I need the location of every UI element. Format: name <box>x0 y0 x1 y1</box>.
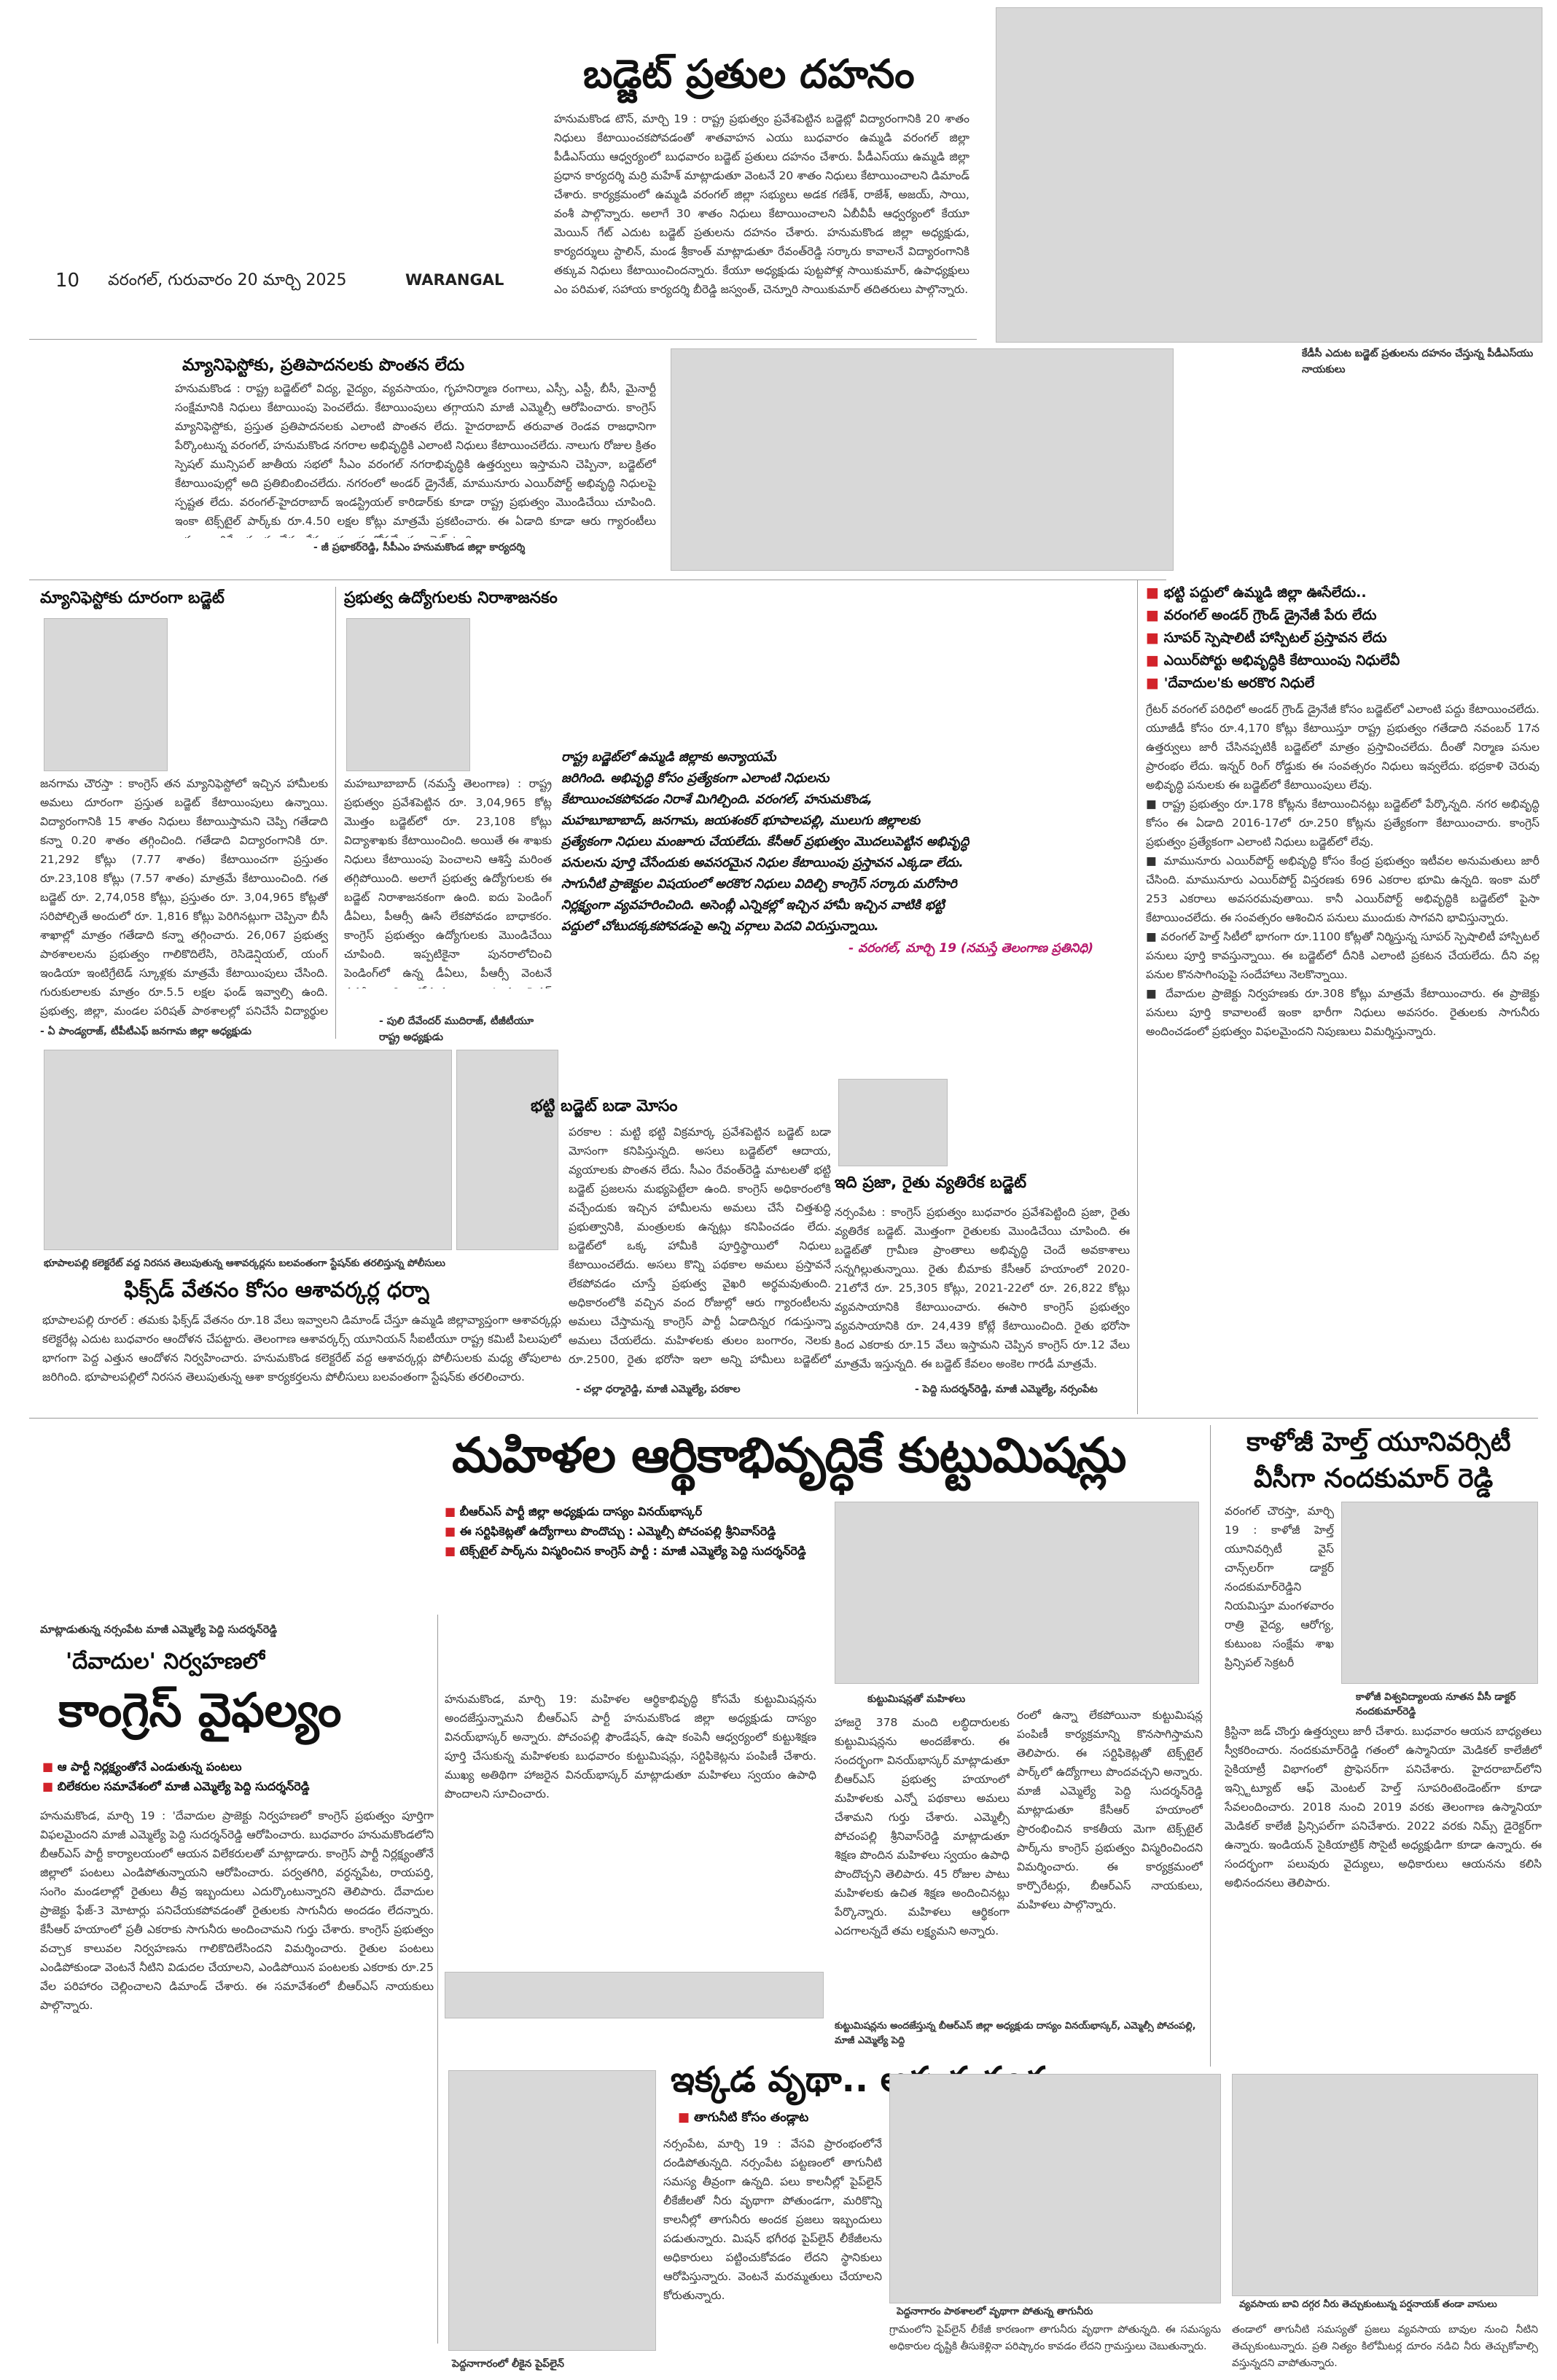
callout-line: నిర్లక్ష్యంగా వ్యవహరించింది. అసెంబ్లీ ఎన… <box>561 898 945 913</box>
praja-photo <box>838 1079 948 1166</box>
vc-headline-1: కాళోజీ హెల్త్ యూనివర్సిటీ <box>1246 1427 1511 1457</box>
banner-photo <box>835 1502 1199 1684</box>
col-left-body: జనగామ చౌరస్తా : కాంగ్రెస్ తన మ్యానిఫెస్ట… <box>40 777 328 1018</box>
col-mid-headline: ప్రభుత్వ ఉద్యోగులకు నిరాశాజనకం <box>344 589 558 607</box>
lead-photo <box>996 7 1542 343</box>
callout-line: రాష్ట్ర బడ్జెట్‌లో ఉమ్మడి జిల్లాకు అన్యా… <box>561 750 776 765</box>
banner-photo-2 <box>445 1972 824 2018</box>
manifesto-photo <box>671 348 1174 571</box>
callout-box: రాష్ట్ర బడ్జెట్‌లో ఉమ్మడి జిల్లాకు అన్యా… <box>561 747 1123 959</box>
col-mid-body: మహబూబాబాద్ (నమస్తే తెలంగాణ) : రాష్ట్ర ప్… <box>344 777 552 988</box>
devadula-bullets: ఆ పార్టీ నిర్లక్ష్యంతోనే ఎండుతున్న పంటలు… <box>42 1757 436 1796</box>
ikkada-photo-caption: పెద్దనాగారంలో లీకైన పైప్‌లైన్ <box>452 2358 564 2370</box>
page-number: 10 <box>55 270 80 292</box>
right-bullet: సూపర్ స్పెషాలిటీ హాస్పిటల్ ప్రస్తావన లేద… <box>1146 627 1540 649</box>
right-bullet: 'దేవాదుల'కు అరకొర నిధులే <box>1146 672 1540 695</box>
edition-label: WARANGAL <box>405 271 504 289</box>
bhatti-body: పరకాల : మట్టి భట్టి విక్రమార్క ప్రవేశపెట… <box>569 1125 831 1366</box>
right-body: గ్రేటర్ వరంగల్ పరిధిలో అండర్ గ్రౌండ్ డ్ర… <box>1146 703 1540 1038</box>
devadula-headline-1: 'దేవాదుల' నిర్వహణలో <box>66 1649 265 1674</box>
devadula-body: హనుమకొండ, మార్చి 19 : 'దేవాదుల ప్రాజెక్ట… <box>40 1809 434 2012</box>
ikkada-body-3: తండాలో తాగునీటి సమస్యతో ప్రజలు వ్యవసాయ బ… <box>1232 2324 1538 2369</box>
devadula-kicker: మాట్లాడుతున్న నర్సంపేట మాజీ ఎమ్మెల్యే పె… <box>40 1624 278 1636</box>
vc-headline-2: వీసీగా నందకుమార్ రెడ్డి <box>1254 1464 1494 1494</box>
ikkada-photo-3 <box>1232 2074 1538 2296</box>
ikkada-subhead: ■ తాగునీటి కోసం తండ్లాట <box>678 2110 808 2128</box>
ikkada-body-2: గ్రామంలోని పైప్‌లైన్ లీకేజీ కారణంగా తాగు… <box>889 2324 1221 2352</box>
bhatti-headline: భట్టి బడ్జెట్ బడా మోసం <box>531 1097 678 1115</box>
devadula-bullet: ఆ పార్టీ నిర్లక్ష్యంతోనే ఎండుతున్న పంటలు <box>42 1757 436 1776</box>
banner-bullet: ఈ సర్టిఫికెట్లతో ఉద్యోగాలు పొందొచ్చు : ఎ… <box>445 1521 824 1541</box>
ikkada-photo-2-caption: పెద్దనాగారం పాఠశాలలో వృథాగా పోతున్న తాగు… <box>897 2306 1093 2317</box>
banner-body-1: హనుమకొండ, మార్చి 19: మహిళల ఆర్థికాభివృద్… <box>445 1693 816 1800</box>
bhatti-byline: - చల్లా ధర్మారెడ్డి, మాజీ ఎమ్మెల్యే, పరక… <box>576 1384 741 1395</box>
devadula-headline-2: కాంగ్రెస్ వైఫల్యం <box>58 1684 342 1738</box>
ikkada-photo <box>448 2070 656 2351</box>
dharna-photo <box>44 1050 452 1250</box>
praja-byline: - పెద్ది సుదర్శన్‌రెడ్డి, మాజీ ఎమ్మెల్యే… <box>915 1384 1098 1395</box>
ikkada-subhead-text: తాగునీటి కోసం తండ్లాట <box>693 2110 809 2125</box>
col-mid-byline: - పులి దేవేందర్ ముదిరాజ్, టీజీటీయూ రాష్ట… <box>379 1015 534 1043</box>
ikkada-photo-2 <box>889 2074 1221 2303</box>
praja-body: నర్సంపేట : కాంగ్రెస్ ప్రభుత్వం బుధవారం ప… <box>835 1206 1130 1370</box>
banner-headline: మహిళల ఆర్థికాభివృద్ధికే కుట్టుమిషన్లు <box>452 1427 1126 1483</box>
right-bullet: వరంగల్ అండర్ గ్రౌండ్ డ్రైనేజీ పేరు లేదు <box>1146 604 1540 627</box>
dateline: వరంగల్, గురువారం 20 మార్చి 2025 <box>108 271 347 289</box>
dharna-photo-caption: భూపాలపల్లి కలెక్టరేట్ వద్ద నిరసన తెలుపుత… <box>44 1257 445 1269</box>
vc-body: క్రిస్టినా జడ్ చొంగ్తు ఉత్తర్వులు జారీ చ… <box>1225 1725 1542 1889</box>
col-left-photo <box>44 618 168 771</box>
banner-bullet: టెక్స్‌టైల్ పార్క్‌ను విస్మరించిన కాంగ్ర… <box>445 1541 824 1561</box>
vc-photo-caption: కాళోజీ విశ్వవిద్యాలయ నూతన వీసీ డాక్టర్ న… <box>1356 1691 1516 1717</box>
col-mid-photo <box>346 618 470 771</box>
callout-line: పనులను పూర్తి చేసేందుకు అవసరమైన నిధుల కే… <box>561 856 964 870</box>
callout-line: ప్రత్యేకంగా నిధులు మంజూరు చేయలేదు. కేసీఆ… <box>561 835 969 849</box>
ikkada-body: నర్సంపేట, మార్చి 19 : వేసవి ప్రారంభంలోనే… <box>663 2137 882 2302</box>
banner-bullets: బీఆర్‌ఎస్ పార్టీ జిల్లా అధ్యక్షుడు దాస్య… <box>445 1502 824 1561</box>
praja-headline: ఇది ప్రజా, రైతు వ్యతిరేక బడ్జెట్ <box>835 1174 1027 1192</box>
callout-line: పద్దులో చోటుదక్కకపోవడంపై అన్ని వర్గాలు ప… <box>561 919 879 934</box>
callout-line: కేటాయించకపోవడం నిరాశే మిగిల్చింది. వరంగల… <box>561 792 873 807</box>
banner-bullet: బీఆర్‌ఎస్ పార్టీ జిల్లా అధ్యక్షుడు దాస్య… <box>445 1502 824 1521</box>
lead-headline: బడ్జెట్ ప్రతుల దహనం <box>583 51 915 97</box>
banner-body-2: హాజరై 378 మంది లబ్ధిదారులకు కుట్టుమిషన్ల… <box>835 1716 1010 1938</box>
right-bullets: భట్టి పద్దులో ఉమ్మడి జిల్లా ఊసేలేదు.. వర… <box>1146 582 1540 695</box>
dharna-headline: ఫిక్స్‌డ్ వేతనం కోసం ఆశావర్కర్ల ధర్నా <box>124 1277 430 1302</box>
callout-line: సాగునీటి ప్రాజెక్టుల విషయంలో అరకొర నిధుల… <box>561 877 957 891</box>
banner-photo-2-caption: కుట్టుమిషన్లను అందజేస్తున్న బీఆర్‌ఎస్ జి… <box>835 2021 1196 2046</box>
lead-body: హనుమకొండ టౌన్, మార్చి 19 : రాష్ట్ర ప్రభు… <box>554 112 969 296</box>
callout-byline: - వరంగల్, మార్చి 19 (నమస్తే తెలంగాణ ప్రత… <box>848 941 1093 956</box>
callout-line: మహబూబాబాద్, జనగామ, జయశంకర్ భూపాలపల్లి, మ… <box>561 814 921 828</box>
col-left-headline: మ్యానిఫెస్టోకు దూరంగా బడ్జెట్ <box>40 589 225 607</box>
vc-body-narrow: వరంగల్ చౌరస్తా, మార్చి 19 : కాళోజీ హెల్త… <box>1225 1505 1334 1669</box>
lead-photo-caption: కేడీసీ ఎదుట బడ్జెట్ ప్రతులను దహనం చేస్తు… <box>1302 348 1534 375</box>
vc-photo <box>1341 1502 1538 1684</box>
col-left-byline: - ఏ పాండ్యరాజ్, టీపీటీఎఫ్ జనగామ జిల్లా అ… <box>40 1026 252 1037</box>
callout-line: జరిగింది. అభివృద్ధి కోసం ప్రత్యేకంగా ఎలా… <box>561 771 830 786</box>
manifesto-headline: మ్యానిఫెస్టోకు, ప్రతిపాదనలకు పొంతన లేదు <box>182 356 465 375</box>
ikkada-photo-3-caption: వ్యవసాయ బావి దగ్గర నీరు తెచ్చుకుంటున్న ప… <box>1239 2299 1497 2310</box>
right-bullet: భట్టి పద్దులో ఉమ్మడి జిల్లా ఊసేలేదు.. <box>1146 582 1540 604</box>
dharna-body: భూపాలపల్లి రూరల్ : తమకు ఫిక్స్‌డ్ వేతనం … <box>42 1314 561 1384</box>
manifesto-byline: - జీ ప్రభాకర్‌రెడ్డి, సీపీఎం హనుమకొండ జి… <box>313 542 526 553</box>
right-bullet: ఎయిర్‌పోర్టు అభివృద్ధికి కేటాయింపు నిధుల… <box>1146 649 1540 672</box>
devadula-bullet: బిలేకరుల సమావేశంలో మాజీ ఎమ్మెల్యే పెద్ది… <box>42 1776 436 1796</box>
manifesto-body: హనుమకొండ : రాష్ట్ర బడ్జెట్‌లో విద్య, వైద… <box>175 382 656 538</box>
banner-photo-caption: కుట్టుమిషన్లతో మహిళలు <box>867 1693 966 1705</box>
page-header: 10 వరంగల్, గురువారం 20 మార్చి 2025 WARAN… <box>55 270 504 294</box>
dharna-photo-2 <box>456 1050 558 1250</box>
ikkada-subhead-marker: ■ <box>678 2110 694 2125</box>
banner-body-3: రంలో ఉన్నా లేకపోయినా కుట్టుమిషన్ల పంపిణీ… <box>1017 1709 1203 1911</box>
